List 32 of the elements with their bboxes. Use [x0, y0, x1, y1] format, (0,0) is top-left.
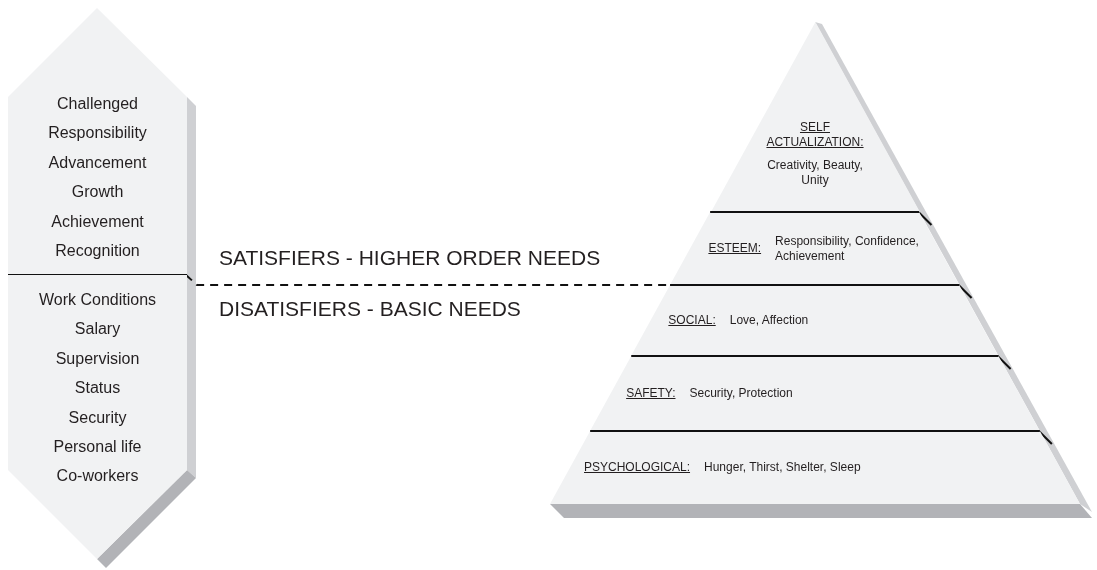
section-label: SATISFIERS - HIGHER ORDER NEEDS — [219, 246, 601, 270]
level-description: Creativity, Beauty, Unity — [766, 158, 864, 188]
pyramid-level — [710, 22, 920, 212]
level-heading: SOCIAL: — [668, 313, 716, 328]
list-item: Growth — [70, 182, 125, 203]
list-item: Achievement — [50, 211, 145, 232]
list-item: Work Conditions — [37, 290, 158, 310]
level-heading: ESTEEM: — [708, 241, 762, 256]
level-description: Hunger, Thirst, Shelter, Sleep — [704, 460, 861, 475]
section-label: DISATISFIERS - BASIC NEEDS — [219, 297, 521, 321]
pyramid-level — [631, 285, 999, 356]
list-item: Co-workers — [55, 466, 140, 487]
list-item: Responsibility — [47, 123, 148, 144]
pyramid-level — [550, 431, 1080, 504]
level-description: Love, Affection — [729, 313, 809, 328]
list-item: Salary — [73, 319, 122, 340]
pyramid-level — [590, 356, 1040, 431]
list-item: Challenged — [56, 94, 139, 114]
panel — [8, 275, 187, 559]
list-item: Recognition — [54, 241, 141, 262]
list-item: Advancement — [47, 152, 148, 173]
list-item: Personal life — [52, 437, 143, 458]
list-item: Status — [73, 378, 122, 399]
list-item: Supervision — [54, 348, 141, 369]
list-item: Security — [67, 407, 128, 428]
level-heading: PSYCHOLOGICAL: — [584, 460, 691, 475]
panel — [8, 8, 187, 275]
level-description: Responsibility, Confidence, Achievement — [775, 233, 920, 264]
level-description: Security, Protection — [689, 386, 793, 401]
level-heading: SAFETY: — [626, 386, 676, 401]
pyramid-level — [670, 212, 960, 285]
level-heading: SELF ACTUALIZATION: — [765, 120, 865, 150]
